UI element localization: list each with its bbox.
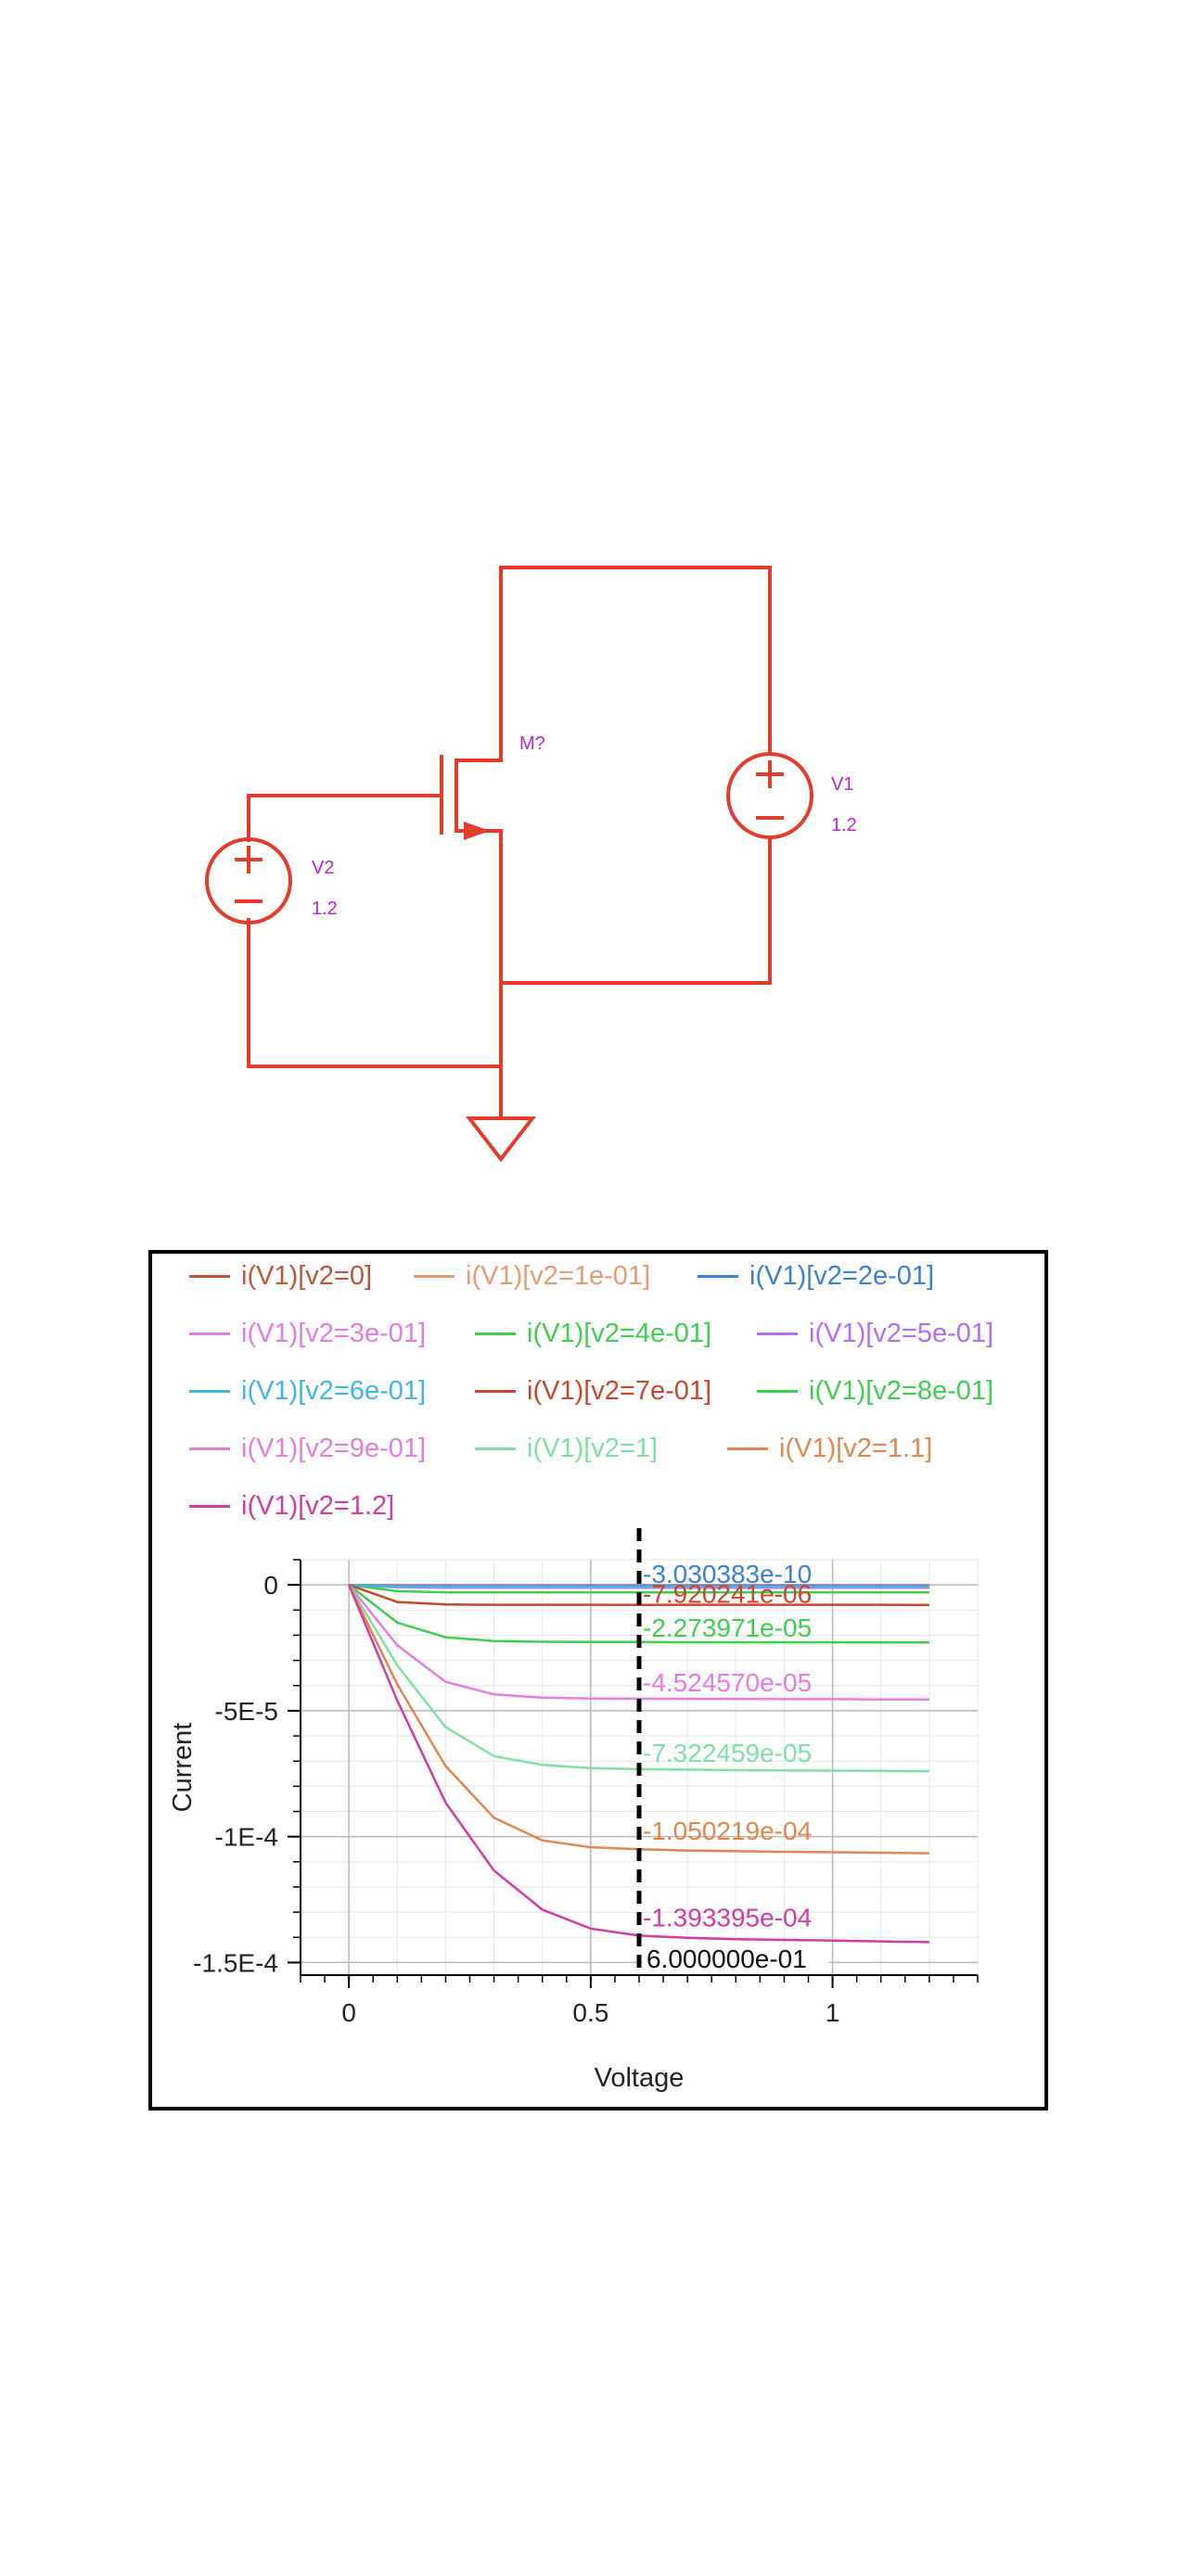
legend-swatch bbox=[475, 1333, 516, 1335]
cursor-value-label: -7.322459e-05 bbox=[643, 1739, 812, 1767]
legend-item: i(V1)[v2=6e-01] bbox=[189, 1376, 426, 1407]
x-tick-label: 0.5 bbox=[572, 1998, 608, 2027]
x-tick-label: 1 bbox=[826, 1998, 840, 2027]
legend-item: i(V1)[v2=0] bbox=[189, 1261, 372, 1292]
y-tick-label: -5E-5 bbox=[215, 1697, 278, 1726]
cursor-value-label: -1.050219e-04 bbox=[643, 1817, 812, 1845]
y-axis-title: Current bbox=[168, 1723, 198, 1813]
transistor-label: M? bbox=[519, 733, 545, 754]
y-tick-label: 0 bbox=[263, 1571, 278, 1600]
v2-source-symbol bbox=[205, 837, 292, 925]
x-tick-label: 0 bbox=[341, 1998, 356, 2027]
legend-label: i(V1)[v2=2e-01] bbox=[749, 1261, 935, 1291]
legend-label: i(V1)[v2=4e-01] bbox=[527, 1319, 712, 1348]
legend-label: i(V1)[v2=1.1] bbox=[779, 1434, 933, 1463]
legend-label: i(V1)[v2=9e-01] bbox=[241, 1434, 427, 1463]
y-tick-label: -1E-4 bbox=[215, 1823, 278, 1852]
legend-item: i(V1)[v2=8e-01] bbox=[757, 1376, 993, 1407]
cursor-value-label: -4.524570e-05 bbox=[643, 1668, 812, 1697]
series-line bbox=[348, 1584, 929, 1701]
cursor-value-label: -1.393395e-04 bbox=[643, 1903, 812, 1932]
legend-swatch bbox=[414, 1275, 455, 1278]
legend-item: i(V1)[v2=2e-01] bbox=[698, 1261, 934, 1292]
legend-label: i(V1)[v2=1] bbox=[527, 1434, 659, 1463]
wire-v2-to-ground bbox=[247, 918, 503, 1068]
legend-label: i(V1)[v2=5e-01] bbox=[809, 1319, 994, 1348]
legend-swatch bbox=[189, 1275, 230, 1278]
legend-label: i(V1)[v2=0] bbox=[241, 1261, 373, 1291]
legend-swatch bbox=[698, 1275, 738, 1278]
x-axis-title: Voltage bbox=[595, 2063, 685, 2093]
legend-label: i(V1)[v2=8e-01] bbox=[809, 1376, 994, 1406]
cursor-value-label: -2.273971e-05 bbox=[643, 1613, 812, 1642]
legend-item: i(V1)[v2=4e-01] bbox=[475, 1319, 711, 1349]
legend-label: i(V1)[v2=1.2] bbox=[241, 1491, 395, 1521]
legend-item: i(V1)[v2=1.2] bbox=[189, 1491, 394, 1522]
legend-label: i(V1)[v2=6e-01] bbox=[241, 1376, 427, 1406]
legend-item: i(V1)[v2=5e-01] bbox=[757, 1319, 993, 1349]
legend-swatch bbox=[189, 1447, 230, 1450]
cursor-value-label: -7.920241e-06 bbox=[643, 1580, 812, 1609]
v2-name-label: V2 bbox=[312, 858, 334, 878]
wire-v1-to-ground bbox=[499, 836, 772, 985]
legend-swatch bbox=[757, 1390, 798, 1393]
legend-item: i(V1)[v2=1e-01] bbox=[414, 1261, 650, 1292]
v1-value-label: 1.2 bbox=[831, 815, 857, 835]
legend-label: i(V1)[v2=3e-01] bbox=[241, 1319, 427, 1348]
wire-drain-to-v1 bbox=[499, 566, 772, 762]
v1-source-symbol bbox=[726, 752, 813, 839]
legend-item: i(V1)[v2=3e-01] bbox=[189, 1319, 426, 1349]
legend-swatch bbox=[189, 1333, 230, 1335]
legend-swatch bbox=[189, 1505, 230, 1508]
legend-item: i(V1)[v2=1] bbox=[475, 1434, 658, 1464]
legend-item: i(V1)[v2=7e-01] bbox=[475, 1376, 711, 1407]
legend-label: i(V1)[v2=1e-01] bbox=[466, 1261, 651, 1291]
legend-label: i(V1)[v2=7e-01] bbox=[527, 1376, 712, 1406]
legend-swatch bbox=[475, 1390, 516, 1393]
y-tick-label: -1.5E-4 bbox=[193, 1948, 278, 1977]
circuit-schematic: M? V1 1.2 V2 1.2 bbox=[205, 566, 857, 1163]
plot-panel: i(V1)[v2=0] i(V1)[v2=1e-01] i(V1)[v2=2e-01… bbox=[148, 1250, 1048, 2111]
legend-item: i(V1)[v2=1.1] bbox=[727, 1434, 932, 1464]
legend-swatch bbox=[475, 1447, 516, 1450]
series-line bbox=[349, 1583, 929, 1588]
wire-gate-to-v2 bbox=[247, 794, 443, 842]
legend-swatch bbox=[757, 1333, 798, 1335]
v1-name-label: V1 bbox=[831, 774, 853, 795]
cursor-value-label: -3.030383e-10 bbox=[643, 1560, 812, 1588]
legend-swatch bbox=[727, 1447, 768, 1450]
cursor-x-label: 6.000000e-01 bbox=[647, 1945, 807, 1973]
ground-symbol bbox=[465, 1116, 537, 1163]
legend-item: i(V1)[v2=9e-01] bbox=[189, 1434, 426, 1464]
legend-swatch bbox=[189, 1390, 230, 1393]
v2-value-label: 1.2 bbox=[312, 899, 338, 919]
cursor-x-label-bg bbox=[643, 1945, 828, 1973]
source-arrow-icon bbox=[464, 822, 490, 840]
